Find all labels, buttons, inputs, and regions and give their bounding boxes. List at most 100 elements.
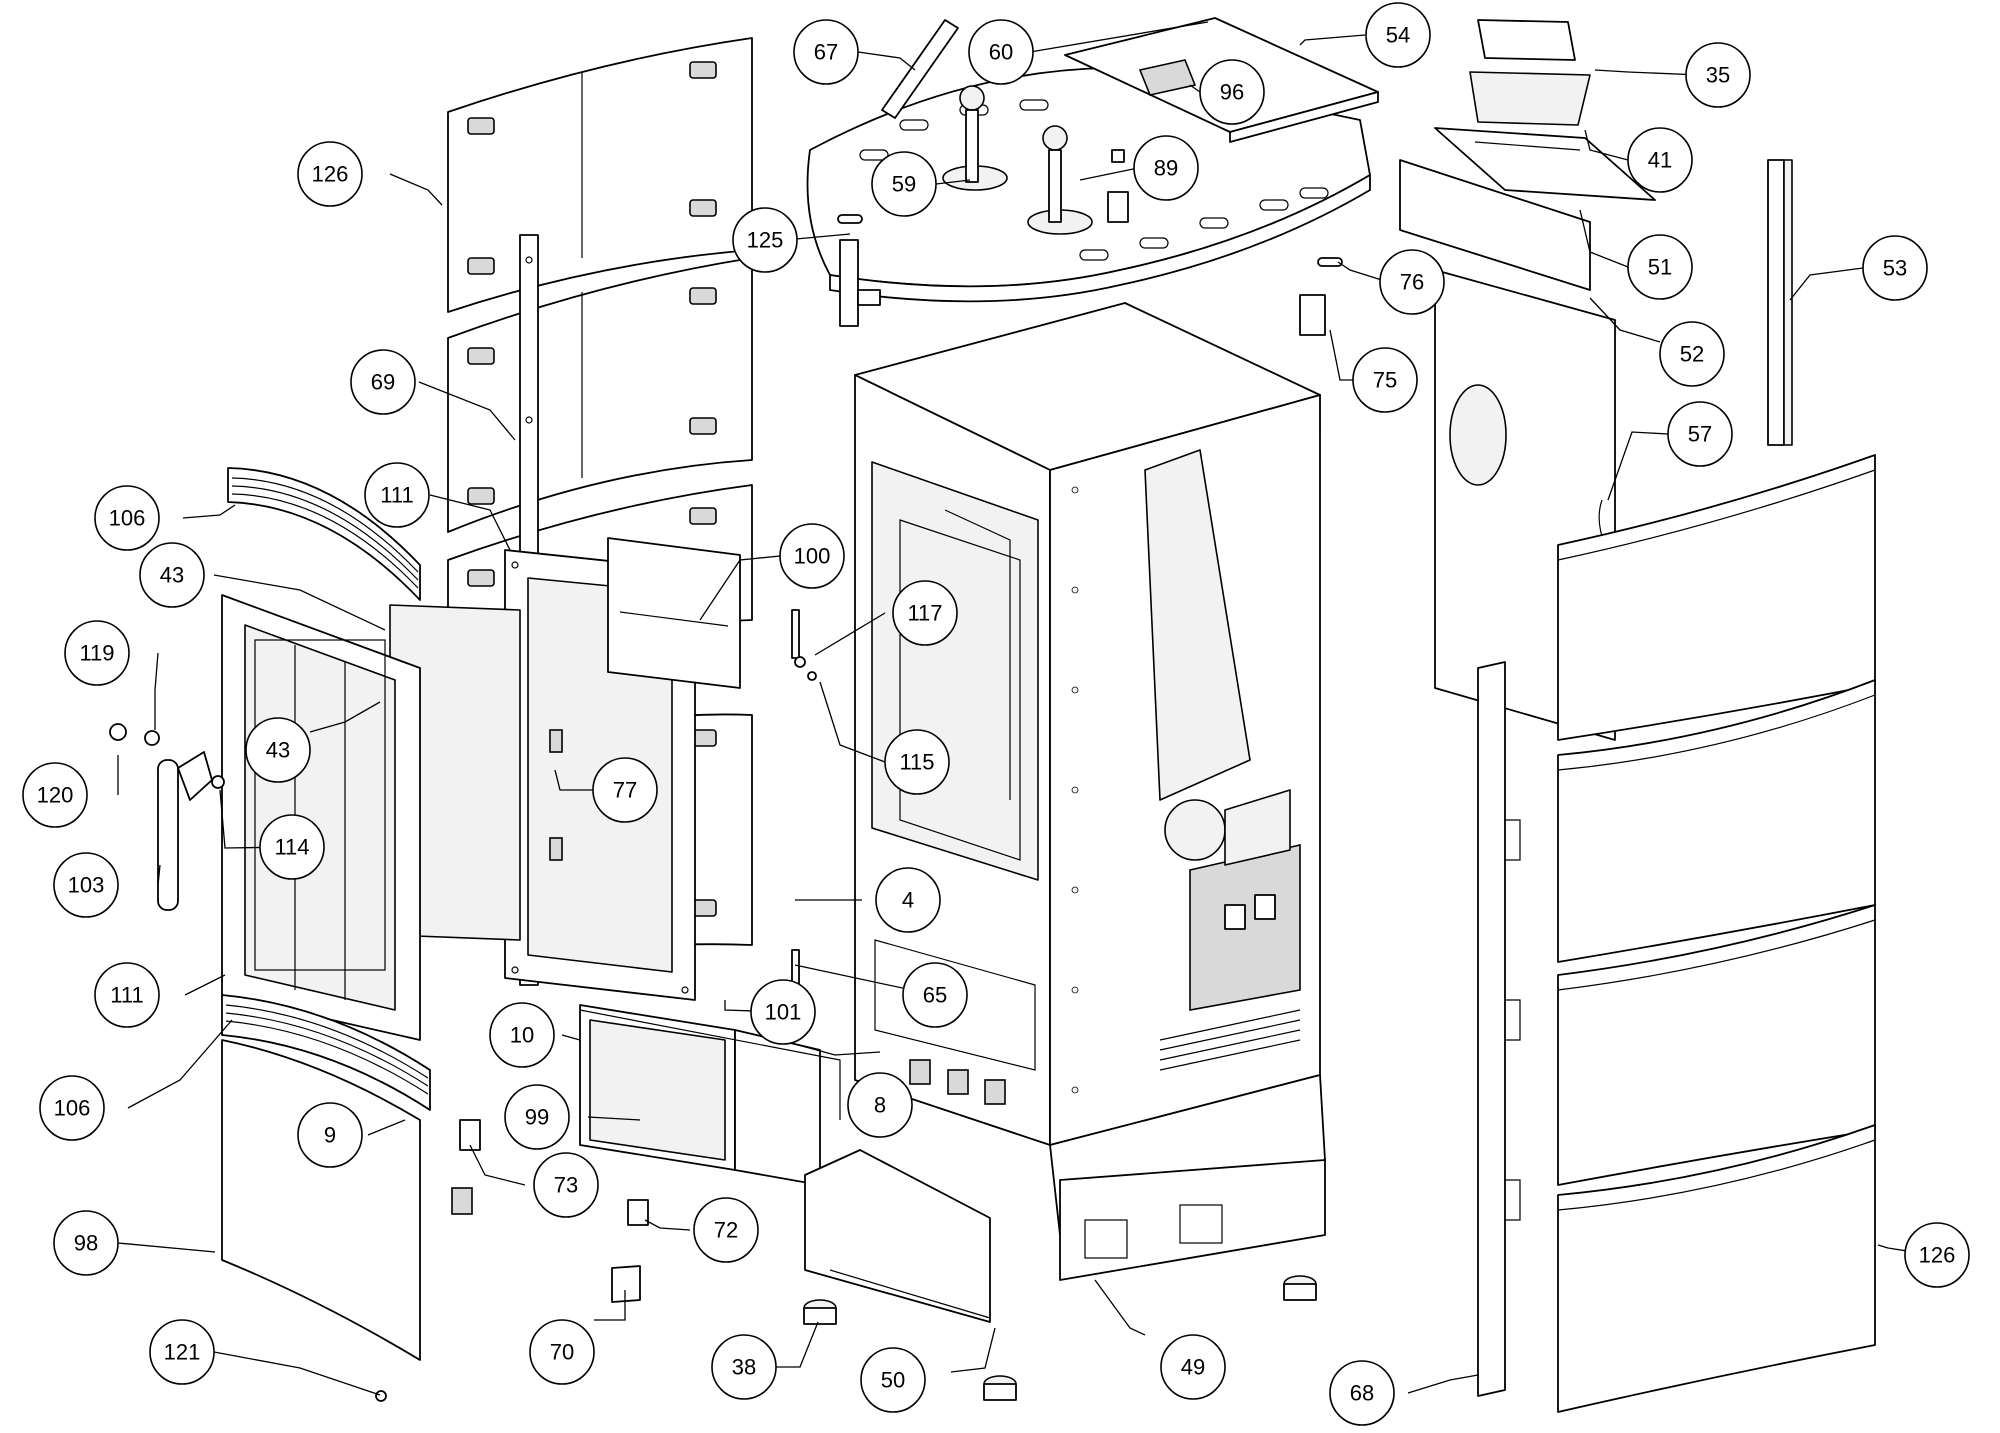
callout-70-label: 70 [550, 1340, 574, 1365]
callout-106-top: 106 [94, 485, 160, 551]
callout-121-label: 121 [164, 1340, 201, 1365]
callout-126-right-label: 126 [1919, 1243, 1956, 1268]
callout-49-label: 49 [1181, 1355, 1205, 1380]
callout-98-label: 98 [74, 1231, 98, 1256]
callout-73: 73 [533, 1152, 599, 1218]
feet-38 [803, 1275, 1317, 1401]
callout-100-label: 100 [794, 544, 831, 569]
hopper-35-41-51 [1434, 19, 1656, 201]
callout-50: 50 [860, 1347, 926, 1413]
callout-75: 75 [1352, 347, 1418, 413]
callout-53: 53 [1862, 235, 1928, 301]
callout-103-label: 103 [68, 873, 105, 898]
strip-53 [1767, 159, 1793, 446]
callout-100: 100 [779, 523, 845, 589]
callout-69-label: 69 [371, 370, 395, 395]
callout-10: 10 [489, 1002, 555, 1068]
callout-117: 117 [892, 580, 958, 646]
callout-51-label: 51 [1648, 255, 1672, 280]
knobs-59-89 [959, 85, 1129, 223]
lower-front-panel-98 [221, 1039, 421, 1361]
callout-60: 60 [968, 19, 1034, 85]
callout-52: 52 [1659, 321, 1725, 387]
callout-125: 125 [732, 207, 798, 273]
callout-111-bottom-label: 111 [110, 983, 143, 1008]
callout-4-label: 4 [902, 888, 914, 913]
screws [791, 609, 817, 991]
callout-57: 57 [1667, 401, 1733, 467]
callout-38-label: 38 [732, 1355, 756, 1380]
brackets-125-76-75 [837, 214, 1343, 336]
callout-72-label: 72 [714, 1218, 738, 1243]
callout-43-glass: 43 [245, 717, 311, 783]
callout-49: 49 [1160, 1334, 1226, 1400]
callout-65: 65 [902, 962, 968, 1028]
callout-57-label: 57 [1688, 422, 1712, 447]
side-panels-126-right [1557, 454, 1876, 1413]
callout-51: 51 [1627, 234, 1693, 300]
callout-99: 99 [504, 1084, 570, 1150]
main-body-4 [854, 302, 1321, 1146]
callout-76: 76 [1379, 249, 1445, 315]
base-50 [804, 1149, 991, 1323]
callout-43-top: 43 [139, 542, 205, 608]
callout-115: 115 [884, 729, 950, 795]
callout-35: 35 [1685, 42, 1751, 108]
callout-4: 4 [875, 867, 941, 933]
callout-119-label: 119 [79, 641, 114, 666]
callout-101-label: 101 [765, 1000, 802, 1025]
callouts: 67 60 54 35 96 126 59 89 41 125 51 53 76… [22, 2, 1970, 1426]
callout-8-label: 8 [874, 1093, 886, 1118]
callout-101: 101 [750, 979, 816, 1045]
callout-59: 59 [871, 151, 937, 217]
callout-35-label: 35 [1706, 63, 1730, 88]
callout-38: 38 [711, 1334, 777, 1400]
callout-96: 96 [1199, 59, 1265, 125]
callout-114-label: 114 [274, 835, 309, 860]
callout-89-label: 89 [1154, 156, 1178, 181]
front-door-111 [221, 594, 421, 1041]
callout-111-top-label: 111 [380, 483, 413, 508]
callout-106-bottom-label: 106 [54, 1096, 91, 1121]
rail-68 [1477, 661, 1521, 1397]
callout-41-label: 41 [1648, 148, 1672, 173]
callout-126-left-label: 126 [312, 162, 349, 187]
callout-67: 67 [793, 19, 859, 85]
callout-69: 69 [350, 349, 416, 415]
callout-96-label: 96 [1220, 80, 1244, 105]
callout-41: 41 [1627, 127, 1693, 193]
callout-70: 70 [529, 1319, 595, 1385]
callout-68-label: 68 [1350, 1381, 1374, 1406]
callout-126-left: 126 [297, 141, 363, 207]
grille-106-bottom [221, 994, 431, 1111]
callout-77: 77 [592, 757, 658, 823]
callout-99-label: 99 [525, 1105, 549, 1130]
callout-120-label: 120 [37, 783, 74, 808]
callout-60-label: 60 [989, 40, 1013, 65]
base-49 [1049, 1074, 1326, 1281]
callout-9: 9 [297, 1102, 363, 1168]
callout-59-label: 59 [892, 172, 916, 197]
plate-100 [607, 537, 741, 689]
callout-121: 121 [149, 1319, 215, 1385]
callout-50-label: 50 [881, 1368, 905, 1393]
callout-68: 68 [1329, 1360, 1395, 1426]
callout-120: 120 [22, 762, 88, 828]
callout-98: 98 [53, 1210, 119, 1276]
handle-103 [109, 723, 225, 911]
callout-43-glass-label: 43 [266, 738, 290, 763]
callout-76-label: 76 [1400, 270, 1424, 295]
callout-115-label: 115 [899, 750, 934, 775]
callout-73-label: 73 [554, 1173, 578, 1198]
callout-119: 119 [64, 620, 130, 686]
callout-103: 103 [53, 852, 119, 918]
callout-54-label: 54 [1386, 23, 1410, 48]
callout-65-label: 65 [923, 983, 947, 1008]
callout-67-label: 67 [814, 40, 838, 65]
frame-8 [579, 1009, 841, 1120]
callout-114: 114 [259, 814, 325, 880]
callout-8: 8 [847, 1072, 913, 1138]
callout-125-label: 125 [747, 228, 784, 253]
callout-9-label: 9 [324, 1123, 336, 1148]
